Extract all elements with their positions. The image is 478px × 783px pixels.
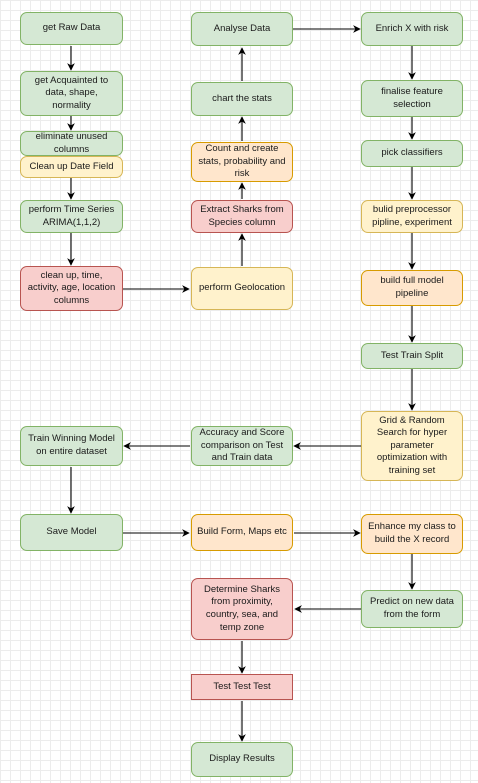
node-label: build full model pipeline [380, 275, 444, 299]
node-finalise-feature-selection: finalise feature selection [361, 80, 463, 117]
node-build-form-maps: Build Form, Maps etc [191, 514, 293, 551]
node-label: get Acquainted to data, shape, normality [34, 74, 109, 111]
node-build-full-model-pipeline: build full model pipeline [361, 270, 463, 306]
node-label: perform Geolocation [198, 282, 286, 294]
node-analyse-data: Analyse Data [191, 12, 293, 46]
node-label: Enhance my class to build the X record [368, 521, 456, 545]
node-label: eliminate unused columns [35, 131, 108, 155]
node-label: Analyse Data [213, 22, 271, 34]
node-label: Grid & Random Search for hyper parameter… [376, 414, 448, 476]
node-label: Extract Sharks from Species column [200, 203, 284, 228]
node-label: Enrich X with risk [375, 22, 449, 34]
node-label: clean up, time, activity, age, location … [27, 269, 116, 306]
node-label: finalise feature selection [381, 85, 443, 110]
node-get-acquainted: get Acquainted to data, shape, normality [20, 71, 123, 116]
node-test-test-test: Test Test Test [191, 674, 293, 700]
node-label: Accuracy and Score comparison on Test an… [199, 427, 285, 464]
node-label: pick classifiers [381, 147, 443, 159]
node-label: Test Train Split [380, 349, 444, 361]
node-determine-sharks: Determine Sharks from proximity, country… [191, 578, 293, 640]
node-perform-geolocation: perform Geolocation [191, 267, 293, 310]
node-test-train-split: Test Train Split [361, 343, 463, 369]
node-label: perform Time Series ARIMA(1,1,2) [28, 203, 115, 228]
node-label: Save Model [46, 526, 97, 538]
node-label: Train Winning Model on entire dataset [28, 433, 115, 457]
node-clean-up-columns: clean up, time, activity, age, location … [20, 266, 123, 311]
node-accuracy-and-score: Accuracy and Score comparison on Test an… [191, 426, 293, 466]
node-extract-sharks: Extract Sharks from Species column [191, 200, 293, 233]
node-label: chart the stats [212, 92, 272, 104]
node-clean-up-date-field: Clean up Date Field [20, 156, 123, 178]
node-save-model: Save Model [20, 514, 123, 551]
node-enhance-my-class: Enhance my class to build the X record [361, 514, 463, 554]
node-label: Predict on new data from the form [370, 596, 454, 620]
node-grid-random-search: Grid & Random Search for hyper parameter… [361, 411, 463, 481]
node-label: Count and create stats, probability and … [198, 143, 286, 180]
node-count-and-create-stats: Count and create stats, probability and … [191, 142, 293, 182]
node-label: Clean up Date Field [29, 160, 114, 172]
node-get-raw-data: get Raw Data [20, 12, 123, 45]
node-train-winning-model: Train Winning Model on entire dataset [20, 426, 123, 466]
node-enrich-x-with-risk: Enrich X with risk [361, 12, 463, 46]
node-label: bulid preprocessor pipline, experiment [372, 203, 452, 228]
node-label: Determine Sharks from proximity, country… [203, 583, 281, 633]
node-label: Build Form, Maps etc [197, 526, 287, 538]
node-chart-the-stats: chart the stats [191, 82, 293, 116]
node-perform-time-series: perform Time Series ARIMA(1,1,2) [20, 200, 123, 233]
node-predict-on-new-data: Predict on new data from the form [361, 590, 463, 628]
node-display-results: Display Results [191, 742, 293, 777]
node-label: Test Test Test [213, 680, 271, 692]
node-pick-classifiers: pick classifiers [361, 140, 463, 167]
node-label: get Raw Data [42, 22, 101, 34]
node-build-preprocessor: bulid preprocessor pipline, experiment [361, 200, 463, 233]
node-label: Display Results [209, 753, 275, 765]
node-eliminate-unused-columns: eliminate unused columns [20, 131, 123, 156]
